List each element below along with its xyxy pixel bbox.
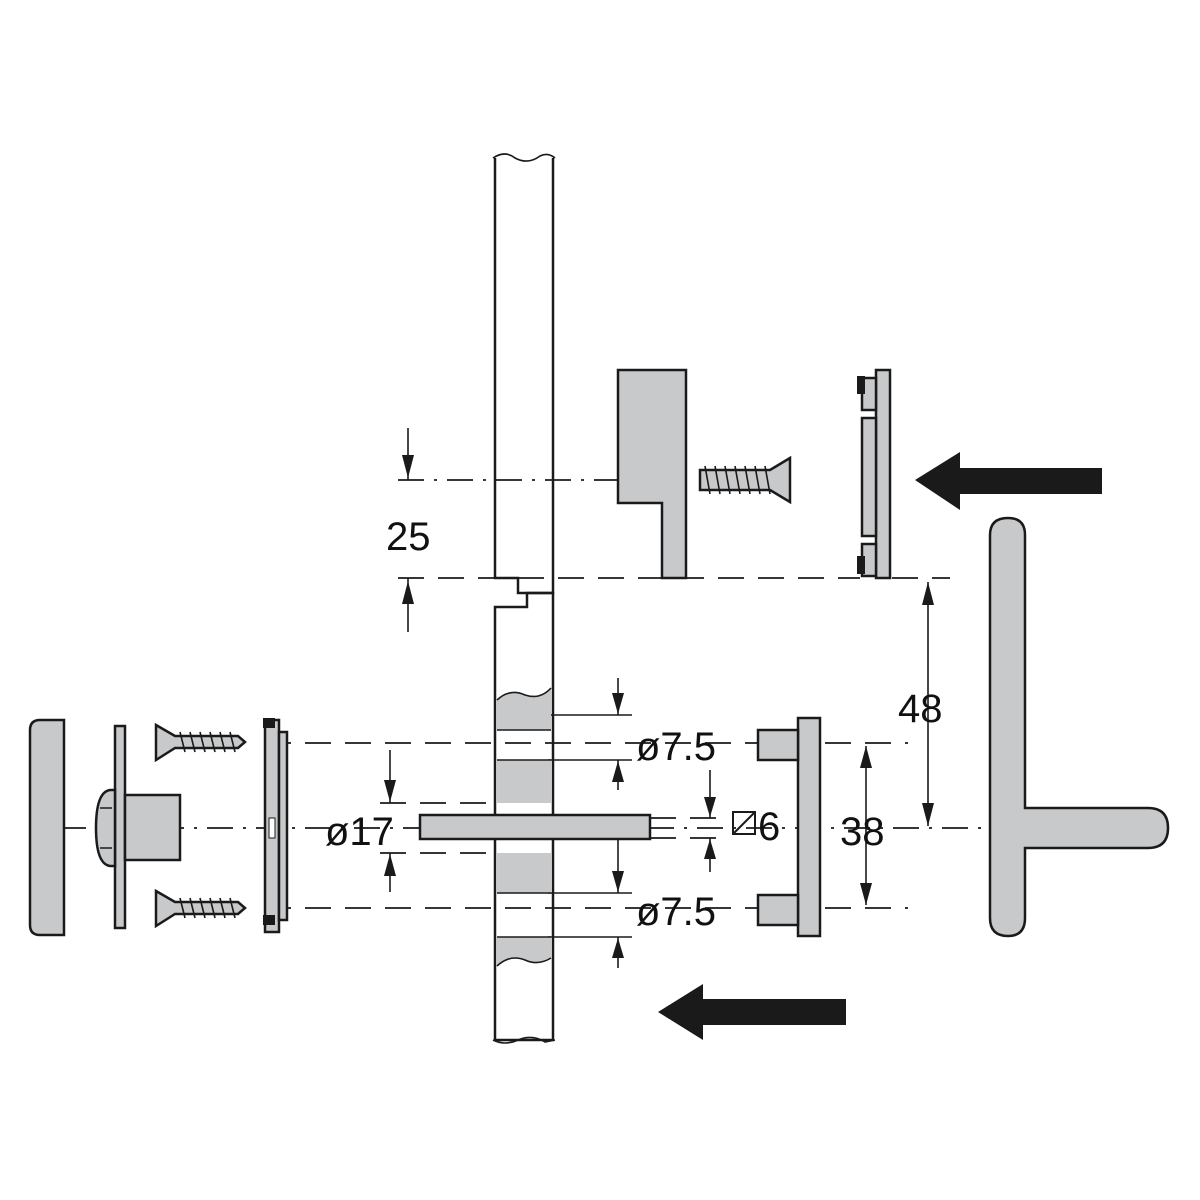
dimension-48-label: 48 xyxy=(898,687,943,731)
left-arrow-icon xyxy=(915,452,1102,510)
dimension-25: 25 xyxy=(386,428,431,632)
dimension-38-label: 38 xyxy=(840,810,885,854)
dimension-diameter-17: ø17 xyxy=(325,750,396,892)
t-handle xyxy=(988,516,1170,938)
wood-screw-top xyxy=(698,455,792,505)
dimension-diameter-17-label: ø17 xyxy=(325,810,394,854)
wood-screw-left-upper xyxy=(154,722,247,763)
dimension-48: 48 xyxy=(898,582,943,826)
dimension-square-6: 6 xyxy=(704,770,780,872)
cover-plate-top xyxy=(857,368,892,580)
dimension-diameter-7-5-bottom: ø7.5 xyxy=(612,840,716,968)
keeper-bracket xyxy=(616,368,688,580)
handle-rose xyxy=(756,716,822,938)
dimension-diameter-7-5-bottom-label: ø7.5 xyxy=(636,890,716,934)
square-spindle xyxy=(418,813,652,841)
knob-left xyxy=(28,718,66,937)
lock-cylinder xyxy=(94,724,182,930)
backplate-left xyxy=(263,718,289,934)
left-arrow-icon xyxy=(658,984,846,1040)
dimension-25-label: 25 xyxy=(386,515,431,559)
dimension-square-6-label: 6 xyxy=(758,805,780,849)
dimension-38: 38 xyxy=(840,746,885,905)
wood-screw-left-lower xyxy=(154,888,247,929)
dimension-diameter-7-5-top-label: ø7.5 xyxy=(636,725,716,769)
square-section-icon xyxy=(732,811,756,835)
door-profile xyxy=(492,153,556,1044)
dimension-diameter-7-5-top: ø7.5 xyxy=(612,678,716,790)
